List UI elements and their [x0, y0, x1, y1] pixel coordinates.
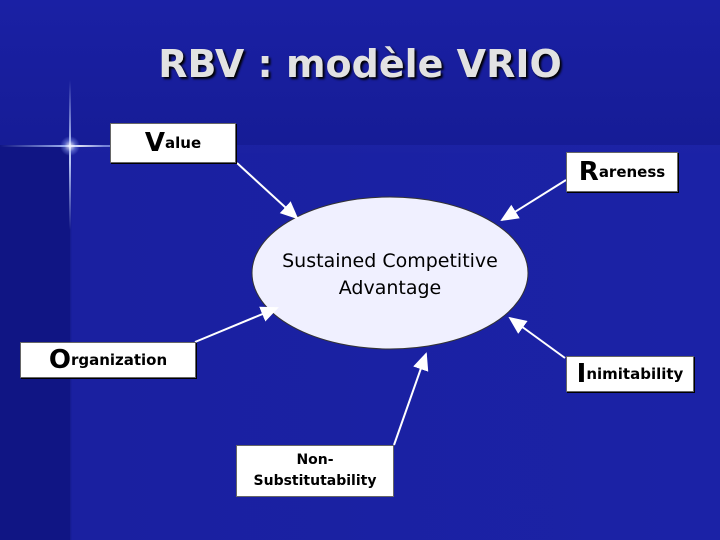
node-non-substitutability-line2: Substitutability	[253, 473, 377, 489]
center-label-line1: Sustained Competitive	[282, 250, 498, 272]
node-non-substitutability: Non- Substitutability	[236, 445, 394, 497]
node-rareness-initial: R	[578, 157, 599, 187]
background-top-band	[0, 0, 720, 145]
arrow-inimitability	[508, 316, 566, 359]
sparkle-glow	[60, 136, 80, 156]
node-non-substitutability-line1: Non-	[296, 452, 334, 468]
center-ellipse	[251, 196, 529, 350]
arrow-non-substitutability	[393, 352, 429, 446]
node-inimitability-rest: nimitability	[586, 365, 684, 383]
center-label-line2: Advantage	[338, 276, 442, 299]
node-inimitability-initial: I	[576, 359, 587, 389]
node-rareness-rest: areness	[598, 163, 666, 181]
node-organization-initial: O	[48, 345, 71, 375]
arrow-rareness	[500, 179, 567, 222]
node-organization-rest: rganization	[70, 351, 168, 369]
node-value-rest: alue	[165, 134, 202, 152]
arrow-value	[236, 162, 299, 220]
slide-title: RBV : modèle VRIO	[158, 42, 562, 86]
arrow-organization	[194, 306, 279, 343]
node-value-initial: V	[144, 128, 165, 158]
center-label: Sustained Competitive Advantage	[252, 248, 528, 301]
